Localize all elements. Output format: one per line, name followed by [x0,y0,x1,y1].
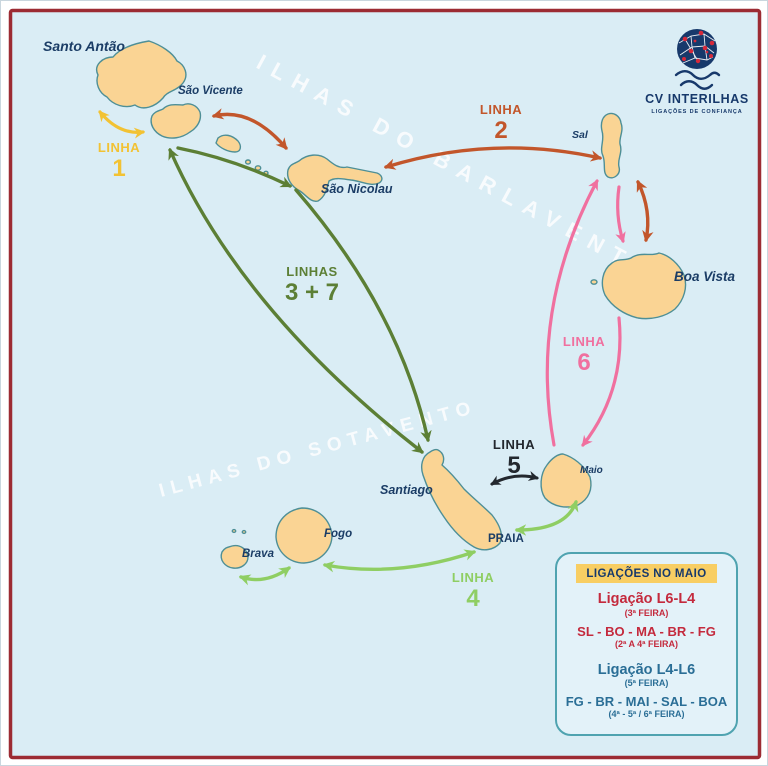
islet [241,529,247,535]
route-linha4-fogo-brava [238,566,291,586]
legend-entry: SL - BO - MA - BR - FG (2ª A 4ª FEIRA) [577,623,716,649]
island-boa-vista [601,252,687,320]
label-santiago: Santiago [380,483,433,497]
route-linha5-santiago-maio [490,471,539,486]
label-boa-vista: Boa Vista [674,269,736,284]
route-linha2-sal-boavista [636,179,654,243]
label-linha-5: LINHA 5 [492,437,536,479]
label-brava: Brava [242,548,274,560]
legend-ligacoes-no-maio: LIGAÇÕES NO MAIO Ligação L6-L4 (3ª FEIRA… [555,552,738,736]
label-linhas-3-7: LINHAS 3 + 7 [284,264,340,306]
island-brava [220,544,249,569]
legend-entry: Ligação L4-L6 (5ª FEIRA) [597,661,696,688]
label-linha-4: LINHA 4 [451,570,495,612]
label-linha-2: LINHA 2 [479,102,523,144]
label-sao-vicente: São Vicente [178,85,243,97]
island-santiago [421,448,503,551]
island-santo-antao [96,40,187,109]
island-sao-vicente [150,103,202,139]
islet [231,528,237,534]
label-maio: Maio [580,465,603,476]
brand-tagline: LIGAÇÕES DE CONFIANÇA [651,109,743,115]
route-linha6-boavista-maio [581,316,622,447]
label-linha-1: LINHA 1 [97,140,141,182]
route-linhas37-saonicolau-santiago [294,188,432,443]
islet [244,159,252,165]
route-linha4-maio-praia [514,499,579,536]
brand-name: CV INTERILHAS [645,92,749,106]
label-sao-nicolau: São Nicolau [321,182,393,196]
label-linha-6: LINHA 6 [562,334,606,376]
route-linha6-sal-boavista [615,185,626,244]
label-fogo: Fogo [324,528,353,540]
route-linhas37-saovicente-santiago [168,147,424,454]
island-fogo [275,507,333,564]
route-linhas37-saovicente-saonicolau [176,146,293,188]
logo-globe-icon [674,29,721,90]
logo-wordmark: CV INTERILHAS LIGAÇÕES DE CONFIANÇA [635,92,759,115]
legend-entry: Ligação L6-L4 (3ª FEIRA) [597,591,696,618]
islet [590,279,598,285]
route-linha4-praia-fogo [322,549,477,573]
label-santo-antao: Santo Antão [43,38,125,54]
legend-header: LIGAÇÕES NO MAIO [576,564,717,583]
route-linha6-maio-sal [545,179,599,447]
route-linha1-arrow [98,110,146,139]
legend-entry: FG - BR - MAI - SAL - BOA (4ª - 5ª / 6ª … [565,694,728,719]
label-sal: Sal [572,129,588,141]
route-linha2-saovicente-saonicolau [211,108,288,150]
label-praia: PRAIA [488,533,524,545]
island-sal [600,112,623,179]
